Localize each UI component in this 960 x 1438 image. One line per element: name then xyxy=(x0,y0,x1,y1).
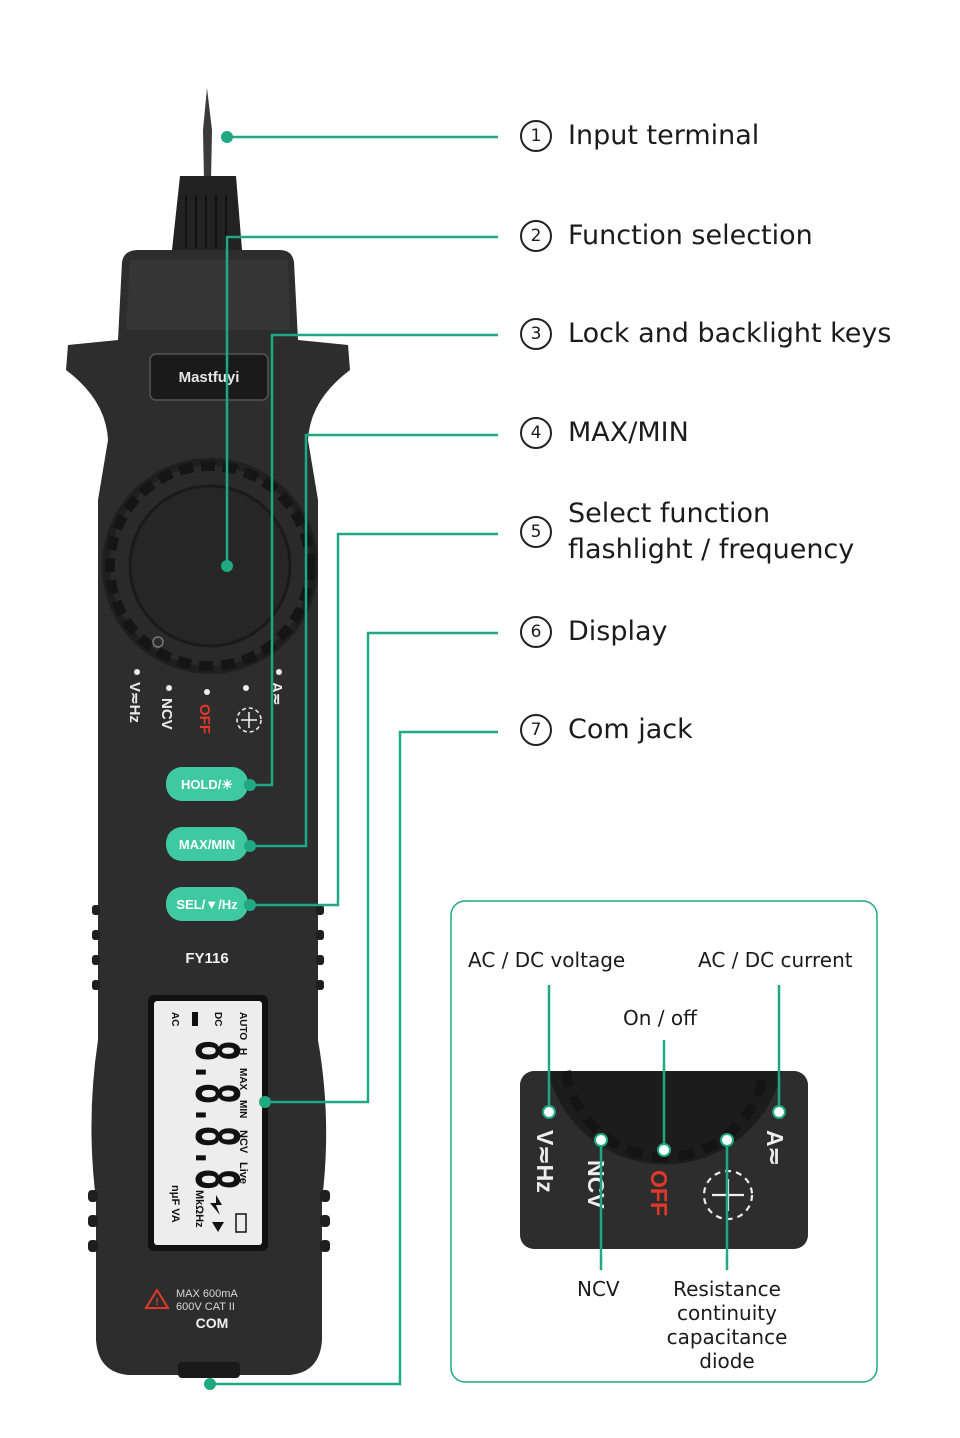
callout-number: 4 xyxy=(520,417,552,449)
hold-button[interactable]: HOLD/☀ xyxy=(166,767,248,801)
callout-number: 1 xyxy=(520,120,552,152)
leader-line-3 xyxy=(248,333,498,787)
hold-button-label: HOLD/☀ xyxy=(181,777,233,792)
callout-number: 3 xyxy=(520,318,552,350)
lcd-dc-bar xyxy=(192,1012,198,1026)
lcd-digits: 8.8.8.8 xyxy=(176,1040,251,1190)
callout-3: 3 Lock and backlight keys xyxy=(520,316,891,352)
callout-4: 4 MAX/MIN xyxy=(520,415,689,451)
callout-label: Display xyxy=(568,616,668,647)
com-jack xyxy=(178,1362,240,1378)
lcd-auto: AUTO xyxy=(237,1012,248,1040)
inset-label-a: A≂ xyxy=(762,1130,788,1166)
leader-line-2 xyxy=(225,235,498,566)
anchor-dot-4 xyxy=(244,840,256,852)
svg-text:!: ! xyxy=(155,1297,158,1308)
leader-line-5 xyxy=(248,532,498,907)
resistance-symbol-icon xyxy=(236,707,262,733)
probe-tip xyxy=(203,88,212,180)
inset-label-off: OFF xyxy=(646,1170,672,1216)
callout-label: Select function flashlight / frequency xyxy=(568,498,855,565)
inset-panel xyxy=(450,900,878,1383)
inset-dot-resistance xyxy=(720,1133,734,1147)
anchor-dot-3 xyxy=(244,779,256,791)
callout-label: Input terminal xyxy=(568,120,760,151)
anchor-dot-6 xyxy=(259,1096,271,1108)
callout-label: MAX/MIN xyxy=(568,417,689,448)
lcd-live: Live xyxy=(237,1162,249,1184)
model-label: FY116 xyxy=(185,950,228,967)
anchor-dot-1 xyxy=(221,131,233,143)
maxmin-button[interactable]: MAX/MIN xyxy=(166,827,248,861)
dial-dot-off xyxy=(204,689,210,695)
inset-leader-lines xyxy=(547,985,781,1270)
sel-button-label: SEL/▼/Hz xyxy=(176,897,238,912)
lcd-units-a: MkΩHz xyxy=(193,1190,205,1228)
warning-line2: 600V CAT II xyxy=(176,1301,235,1313)
callout-2: 2 Function selection xyxy=(520,218,813,254)
dial-label-ncv: NCV xyxy=(158,698,175,730)
inset-dot-a xyxy=(772,1105,786,1119)
callout-5: 5 Select function flashlight / frequency xyxy=(520,496,854,568)
inset-ac-dc-current: AC / DC current xyxy=(698,948,853,972)
lcd-dc: DC xyxy=(212,1012,223,1026)
lcd-display: 8.8.8.8 AC DC AUTO H MAX MIN NCV Live Mk… xyxy=(148,995,268,1251)
lcd-max: MAX xyxy=(237,1068,248,1091)
callout-number: 7 xyxy=(520,714,552,746)
lightning-icon xyxy=(210,1195,222,1215)
dial-dot-v xyxy=(134,669,140,675)
diode-icon xyxy=(212,1222,224,1232)
rotary-dial[interactable] xyxy=(102,458,318,674)
body-top-panel xyxy=(126,260,290,330)
warning-line1: MAX 600mA xyxy=(176,1288,238,1300)
battery-icon xyxy=(235,1213,247,1233)
inset-dot-v xyxy=(542,1105,556,1119)
lcd-hold: H xyxy=(237,1048,248,1055)
com-label: COM xyxy=(196,1315,229,1331)
dial-dot-a xyxy=(276,669,282,675)
callout-number: 6 xyxy=(520,616,552,648)
callout-number: 5 xyxy=(520,516,552,548)
side-grip-ridges-right xyxy=(316,905,330,1252)
lcd-units-b: nμF VA xyxy=(169,1185,181,1223)
warning-icon xyxy=(144,1288,170,1309)
lcd-ncv: NCV xyxy=(237,1130,249,1154)
inset-ac-dc-voltage: AC / DC voltage xyxy=(468,948,626,972)
callout-7: 7 Com jack xyxy=(520,712,693,748)
sel-button[interactable]: SEL/▼/Hz xyxy=(166,887,248,921)
anchor-dot-2 xyxy=(221,560,233,572)
dial-label-off: OFF xyxy=(196,704,213,734)
inset-dot-off xyxy=(657,1143,671,1157)
leader-line-6 xyxy=(263,631,498,1104)
callout-label: Function selection xyxy=(568,220,813,251)
inset-label-ncv: NCV xyxy=(583,1160,609,1209)
dial-dot-resistance xyxy=(243,685,249,691)
callout-1: 1 Input terminal xyxy=(520,118,759,154)
dial-label-v: V≂Hz xyxy=(126,682,143,723)
brand-plate xyxy=(149,353,269,401)
leader-line-7 xyxy=(210,730,498,1386)
lcd-min: MIN xyxy=(237,1100,248,1118)
inset-dot-ncv xyxy=(594,1133,608,1147)
brand-label: Mastfuyi xyxy=(179,369,240,386)
callout-number: 2 xyxy=(520,220,552,252)
inset-ncv: NCV xyxy=(577,1277,620,1301)
dial-label-a: A≂ xyxy=(268,682,285,705)
callout-label: Com jack xyxy=(568,714,693,745)
side-grip-ridges-left xyxy=(88,905,100,1252)
callout-label: Lock and backlight keys xyxy=(568,318,892,349)
warning-block: ! MAX 600mA 600V CAT II COM xyxy=(144,1288,238,1331)
inset-resistance: Resistance continuity capacitance diode xyxy=(666,1277,788,1373)
dial-dot-ncv xyxy=(166,685,172,691)
anchor-dot-5 xyxy=(244,899,256,911)
leader-line-4 xyxy=(248,433,498,848)
inset-on-off: On / off xyxy=(623,1006,697,1030)
anchor-dot-7 xyxy=(204,1378,216,1390)
leader-lines xyxy=(210,135,498,1386)
maxmin-button-label: MAX/MIN xyxy=(179,837,235,852)
callout-6: 6 Display xyxy=(520,614,668,650)
inset-label-v: V≂Hz xyxy=(532,1130,558,1193)
lcd-ac: AC xyxy=(169,1012,180,1026)
